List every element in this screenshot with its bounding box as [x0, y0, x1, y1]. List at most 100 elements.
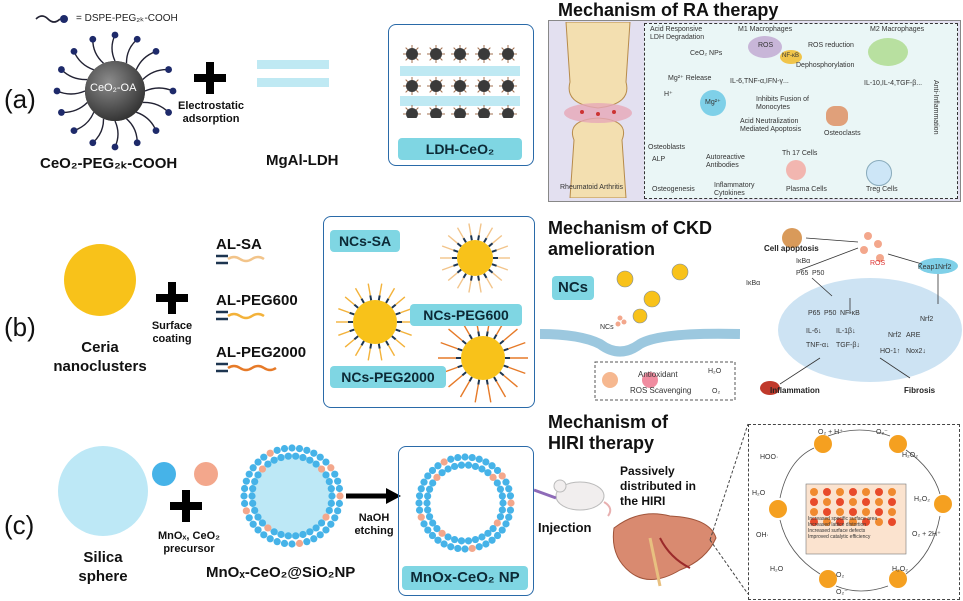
ldh-ceo2-product-icon: [400, 45, 520, 118]
hiri-mechanism-title: Mechanism of HIRI therapy: [548, 412, 669, 453]
mnox-ceo2-label: MnOx-CeO₂ NP: [402, 566, 528, 590]
hollow-sphere-icon: [415, 453, 515, 553]
inflammation-label: Inflammation: [770, 386, 820, 395]
ceria-nanocluster-icon: [64, 244, 136, 316]
bullet-3: Increased surface defects: [808, 528, 866, 534]
osteoclast-cell-icon: [826, 106, 848, 126]
cycle-o2m-top: O₂⁻: [876, 429, 888, 436]
mg-label: Mg²⁺: [705, 99, 721, 106]
ldh-ceo2-frame: [388, 24, 534, 166]
treg-cell-icon: [866, 160, 892, 186]
cycle-oh: OH·: [756, 532, 769, 539]
il1b-label-b: IL-1β↓: [836, 328, 856, 335]
cycle-h2o-bottom: H₂O: [770, 566, 784, 573]
ncs-mech-label: NCs: [552, 276, 594, 300]
p50-label-2: P50: [824, 310, 837, 317]
liver-icon: [612, 513, 717, 587]
mnox-ceo2-frame: [398, 446, 534, 596]
o2-label-b: O₂: [712, 388, 721, 395]
cell-membrane-icon: [540, 263, 740, 401]
ikba-label-1: IκBα: [796, 258, 811, 265]
acid-responsive-label: Acid Responsive LDH Degradation: [650, 26, 705, 41]
mg-release-label: Mg²⁺ Release: [668, 75, 712, 82]
ceo2-peg-label: CeO₂-PEG₂ₖ-COOH: [40, 155, 178, 172]
ncs-frame: [323, 216, 535, 408]
fibrosis-label: Fibrosis: [904, 386, 936, 395]
nfkb-label-a: NF-κB: [782, 53, 799, 59]
keap1-label: Keap1: [918, 264, 939, 271]
injection-label: Injection: [538, 520, 592, 535]
cycle-h2o-left: H₂O: [752, 490, 766, 497]
ckd-pathway-panel: [760, 228, 962, 395]
peg-legend-text: = DSPE-PEG₂ₖ-COOH: [76, 13, 178, 24]
nrf2-label-1: Nrf2: [938, 264, 952, 271]
naoh-etching-label: NaOH etching: [354, 512, 394, 537]
h2o-label-b: H₂O: [708, 368, 722, 375]
row-a-label: (a): [4, 84, 36, 114]
cell-apoptosis-label: Cell apoptosis: [764, 244, 819, 253]
h-plus-label: H⁺: [664, 91, 673, 98]
ho1-label: HO-1↑: [880, 348, 901, 355]
plus-icon-a: [194, 62, 226, 94]
cycle-o2m-bottom: O₂⁻: [836, 589, 848, 596]
il6-label-b: IL-6↓: [806, 328, 822, 335]
inflam-cyto-label: Inflammatory Cytokines: [714, 182, 755, 197]
ra-mechanism-title: Mechanism of RA therapy: [558, 0, 779, 20]
ceo2-core-label: CeO₂-OA: [90, 82, 137, 94]
anti-inflam-label: Anti-Inflammation: [932, 80, 939, 135]
ncs-peg2000-label: NCs-PEG2000: [330, 366, 446, 388]
cycle-o2h: O₂ + H⁺: [818, 429, 843, 436]
osteoclasts-label: Osteoclasts: [824, 130, 861, 137]
th17-cell-icon: [786, 160, 806, 180]
nox2-label: Nox2↓: [906, 348, 926, 355]
autoreactive-label: Autoreactive Antibodies: [706, 154, 745, 169]
precursor-label: MnOₓ, CeO₂ precursor: [157, 530, 221, 555]
antioxidant-label: Antioxidant: [638, 370, 678, 379]
ceo2-particle-icon: [53, 31, 177, 151]
silica-label: Silica sphere: [78, 549, 128, 585]
ligand-al-sa-label: AL-SA: [216, 236, 262, 253]
etching-arrow-icon: [346, 488, 401, 504]
treg-label: Treg Cells: [866, 186, 898, 193]
m1-label: M1 Macrophages: [738, 26, 793, 33]
ncs-sa-label: NCs-SA: [330, 230, 400, 252]
row-c-label: (c): [4, 510, 35, 540]
are-label: ARE: [906, 332, 921, 339]
ldh-label: MgAl-LDH: [266, 152, 339, 169]
inhibits-label: Inhibits Fusion of Monocytes: [756, 96, 809, 111]
plasma-label: Plasma Cells: [786, 186, 827, 193]
tnfa-label-b: TNF-α↓: [806, 342, 830, 349]
p65-label-2: P65: [808, 310, 821, 317]
plus-icon-c: [170, 490, 202, 522]
bullet-1: Increased specific surface area: [808, 516, 878, 522]
il6-label-a: IL-6,TNF-α,IFN-γ...: [730, 78, 789, 85]
cycle-o2-2h: O₂ + 2H⁺: [912, 531, 941, 538]
mnox-dot-icon: [152, 462, 176, 486]
osteoblasts-label: Osteoblasts: [648, 144, 685, 151]
cycle-h2o2-bottom: H₂O₂: [892, 566, 908, 573]
ldh-ceo2-label: LDH-CeO₂: [398, 138, 522, 160]
coated-label: MnOₓ-CeO₂@SiO₂NP: [206, 564, 356, 581]
rheumatoid-label: Rheumatoid Arthritis: [560, 184, 624, 191]
nfkb-cell-icon: [780, 50, 802, 64]
row-b-label: (b): [4, 312, 36, 342]
surface-coating-label: Surface coating: [151, 320, 193, 345]
ceo2-nps-label: CeO₂ NPs: [690, 50, 723, 57]
m1-cell-icon: [748, 36, 782, 58]
ce-cycle-icon: [769, 429, 952, 592]
ikba-label-2: IκBα: [746, 280, 761, 287]
ceo2-dot-icon: [194, 462, 218, 486]
ceria-label: Ceria nanoclusters: [53, 339, 147, 375]
nfkb-label-b: NF-κB: [840, 310, 860, 317]
ligand-al-peg2000-label: AL-PEG2000: [216, 344, 307, 361]
ckd-mechanism-title: Mechanism of CKD amelioration: [548, 218, 713, 259]
m2-label: M2 Macrophages: [870, 26, 925, 33]
ros-scavenging-label: ROS Scavenging: [630, 386, 692, 395]
il10-label-a: IL-10,IL-4,TGF-β...: [864, 80, 923, 87]
osteogenesis-label: Osteogenesis: [652, 186, 695, 193]
mouse-injection-icon: [533, 479, 612, 517]
ncs-small-label: NCs: [600, 324, 614, 331]
ros-label-a: ROS: [758, 42, 774, 49]
cycle-hoo: HOO·: [760, 454, 779, 461]
zoom-lines-icon: [709, 423, 749, 595]
